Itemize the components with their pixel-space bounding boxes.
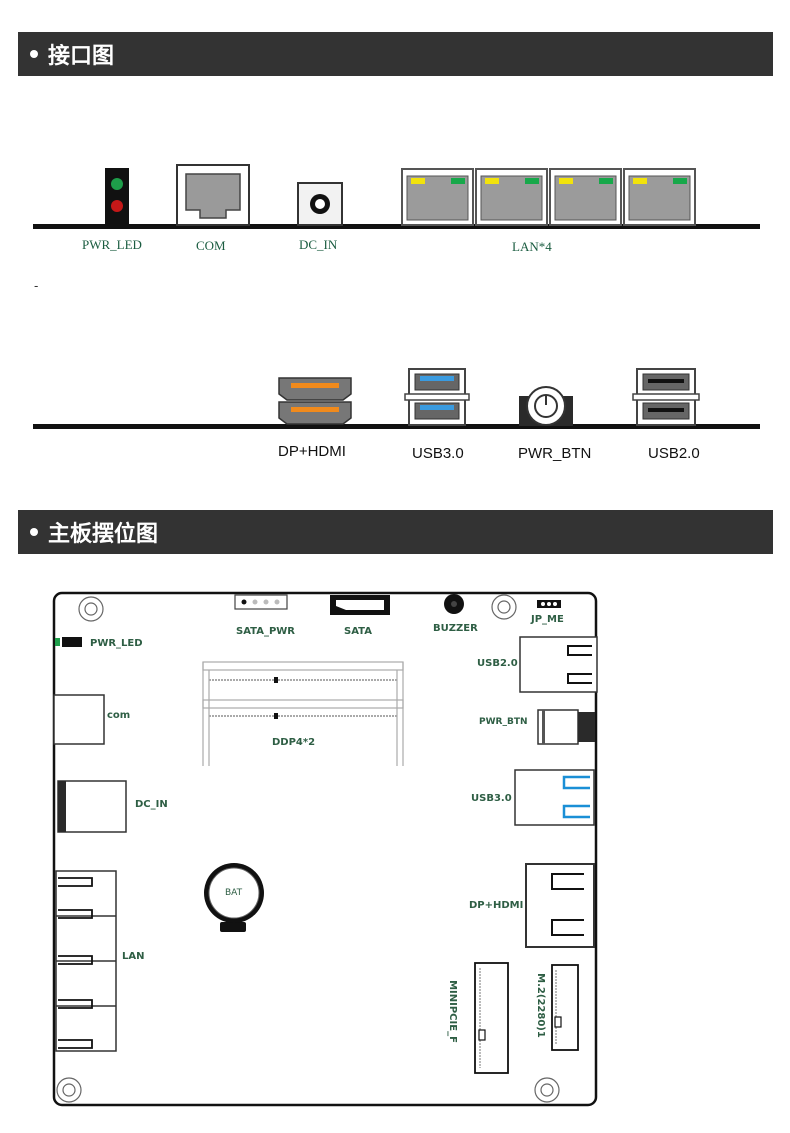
dash-mark: - (34, 278, 39, 293)
label-com: COM (196, 238, 226, 253)
dp-hdmi-icon (278, 377, 352, 425)
board-label-dp-hdmi: DP+HDMI (469, 900, 524, 911)
usb2-icon (632, 368, 700, 426)
board-label-usb3: USB3.0 (471, 793, 512, 804)
label-usb3: USB3.0 (412, 445, 464, 462)
power-button-icon (519, 386, 573, 426)
section-header-interface: 接口图 (18, 32, 773, 76)
board-label-lan: LAN (122, 951, 145, 962)
label-dc-in: DC_IN (299, 237, 338, 252)
io-rail-top (33, 224, 760, 229)
board-label-ddr: DDP4*2 (272, 737, 316, 748)
board-label-dc-in: DC_IN (135, 799, 168, 810)
board-label-pwr-led: PWR_LED (90, 638, 143, 649)
section-header-layout: 主板摆位图 (18, 510, 773, 554)
label-pwr-btn: PWR_BTN (518, 445, 592, 462)
lan-ports-icon (401, 168, 696, 226)
label-dp-hdmi: DP+HDMI (278, 443, 346, 460)
section-title-interface: 接口图 (48, 44, 115, 69)
bullet-icon (30, 50, 38, 58)
board-label-com: com (107, 710, 131, 721)
label-pwr-led: PWR_LED (82, 237, 142, 252)
board-label-sata-pwr: SATA_PWR (236, 626, 296, 637)
board-label-buzzer: BUZZER (433, 623, 478, 634)
board-label-m2: M.2(2280)1 (534, 973, 546, 1038)
dc-in-icon (297, 182, 343, 226)
label-lan: LAN*4 (512, 239, 552, 254)
board-label-pwr-btn: PWR_BTN (479, 717, 528, 727)
board-label-jp-me: JP_ME (531, 614, 564, 625)
section-title-layout: 主板摆位图 (48, 522, 159, 547)
bullet-icon (30, 528, 38, 536)
label-usb2: USB2.0 (648, 445, 700, 462)
board-label-sata: SATA (344, 626, 372, 637)
pwr-led-icon (105, 168, 129, 226)
board-label-minipcie: MINIPCIE_F (446, 980, 458, 1043)
board-label-bat: BAT (225, 888, 243, 898)
usb3-icon (404, 368, 470, 426)
board-label-usb2: USB2.0 (477, 658, 518, 669)
io-rail-bottom (33, 424, 760, 429)
com-port-icon (176, 164, 250, 226)
